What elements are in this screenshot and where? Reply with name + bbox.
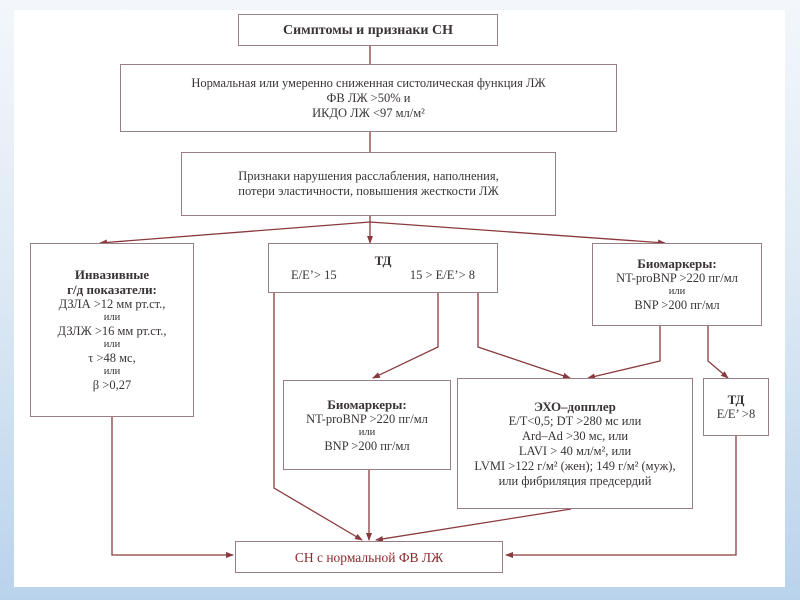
biomarkers-right-or: или [668,286,686,297]
invasive-line-1: ДЗЛА >12 мм рт.ст., [58,297,166,311]
td-main-criteria: E/E’> 15 15 > E/E’> 8 [269,268,497,283]
invasive-line-3: τ >48 мс, [88,351,136,365]
systolic-function-box: Нормальная или умеренно сниженная систол… [120,64,617,132]
echo-line-3: LAVI > 40 мл/м², или [518,443,632,458]
invasive-or-1: или [103,312,121,323]
invasive-indicators-box: Инвазивные г/д показатели: ДЗЛА >12 мм р… [30,243,194,417]
invasive-line-4: β >0,27 [92,378,132,392]
td-main-header: ТД [374,253,392,268]
biomarkers-right-header: Биомаркеры: [637,256,717,271]
systolic-line-1: Нормальная или умеренно сниженная систол… [191,75,546,90]
echo-line-4: LVMI >122 г/м² (жен); 149 г/м² (муж), [474,458,676,473]
biomarkers-mid-header: Биомаркеры: [327,396,407,412]
systolic-line-2: ФВ ЛЖ >50% и [326,90,411,105]
echo-line-2: Ard–Ad >30 мс, или [521,428,629,443]
echo-header: ЭХО–допплер [534,398,616,414]
td-small-header: ТД [727,392,745,407]
biomarkers-mid-line-1: NT-proBNP >220 пг/мл [306,411,428,426]
relaxation-line-1: Признаки нарушения расслабления, наполне… [238,169,499,183]
biomarkers-mid-line-2: BNP >200 пг/мл [324,438,410,453]
echo-line-5: или фибриляция предсердий [498,473,652,488]
td-small-line: E/E’ >8 [716,407,756,421]
biomarkers-right-line-1: NT-proBNP >220 пг/мл [616,271,738,285]
biomarkers-mid-box: Биомаркеры: NT-proBNP >220 пг/мл или BNP… [283,380,451,470]
echo-doppler-box: ЭХО–допплер E/T<0,5; DT >280 мс или Ard–… [457,378,693,509]
td-main-box: ТД E/E’> 15 15 > E/E’> 8 [268,243,498,293]
echo-line-1: E/T<0,5; DT >280 мс или [508,413,642,428]
relaxation-signs-box: Признаки нарушения расслабления, наполне… [181,152,556,216]
invasive-or-2: или [103,339,121,350]
invasive-or-3: или [103,366,121,377]
result-text: СН с нормальной ФВ ЛЖ [294,549,444,565]
biomarkers-right-box: Биомаркеры: NT-proBNP >220 пг/мл или BNP… [592,243,762,326]
relaxation-line-2: потери эластичности, повышения жесткости… [238,184,499,198]
title-box: Симптомы и признаки СН [238,14,498,46]
td-main-left: E/E’> 15 [291,268,337,282]
invasive-header-2: г/д показатели: [67,282,157,297]
systolic-line-3: ИКДО ЛЖ <97 мл/м² [312,105,425,120]
td-main-right: 15 > E/E’> 8 [409,268,475,282]
invasive-header-1: Инвазивные [74,267,150,282]
biomarkers-right-line-2: BNP >200 пг/мл [634,298,720,312]
result-box: СН с нормальной ФВ ЛЖ [235,541,503,573]
title-text: Симптомы и признаки СН [283,22,453,38]
biomarkers-mid-or: или [358,426,376,438]
invasive-line-2: ДЗЛЖ >16 мм рт.ст., [57,324,167,338]
td-small-box: ТД E/E’ >8 [703,378,769,436]
